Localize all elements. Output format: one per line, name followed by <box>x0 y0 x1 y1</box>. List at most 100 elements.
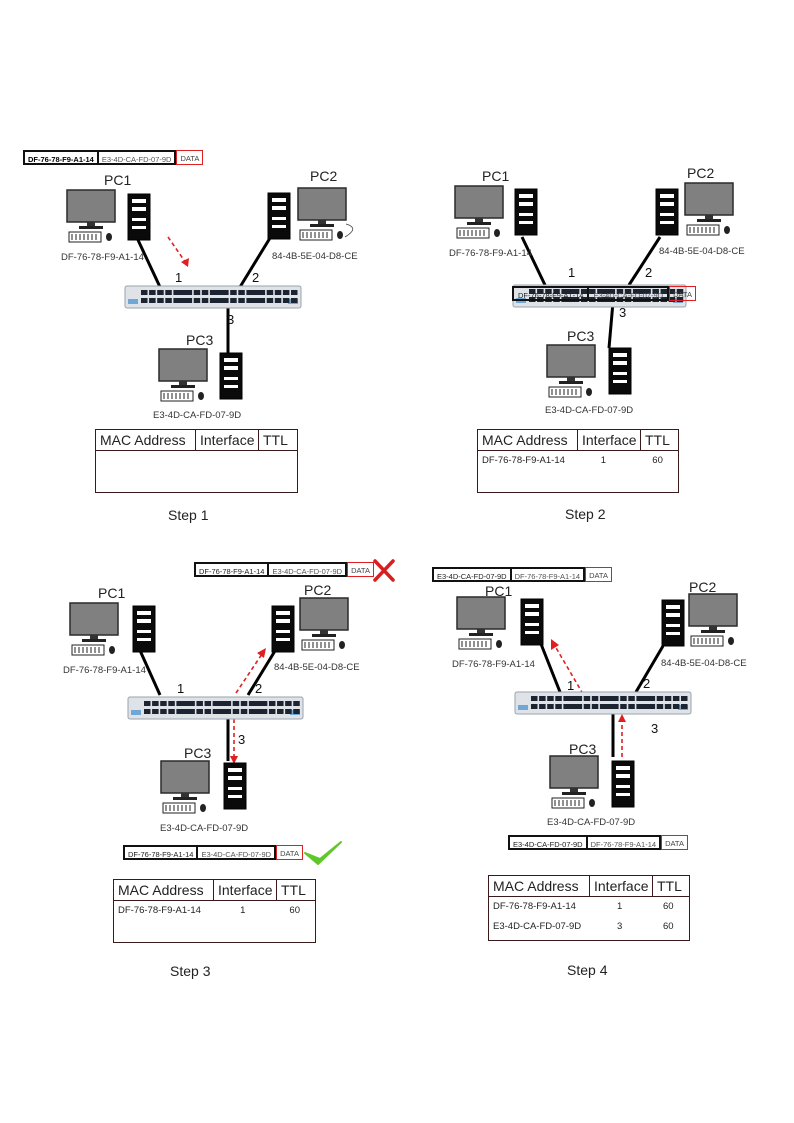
col-ttl: TTL <box>657 878 682 894</box>
pc2-name: PC2 <box>304 582 332 598</box>
step-2-panel: DF-76-78-F9-A1-14 E3-4D-CA-FD-07-9D DATA… <box>397 0 794 561</box>
frame-dst: DF-76-78-F9-A1-14 <box>23 150 97 165</box>
step-4-label: Step 4 <box>567 962 608 978</box>
cell-mac: E3-4D-CA-FD-07-9D <box>493 921 582 932</box>
accept-check-icon <box>304 841 342 865</box>
pc3-name: PC3 <box>184 745 212 761</box>
pc3-mac: E3-4D-CA-FD-07-9D <box>547 817 636 828</box>
step-3-label: Step 3 <box>170 963 211 979</box>
pc3-icon <box>158 348 243 402</box>
cell-interface: 1 <box>240 905 246 916</box>
frame-payload: DATA <box>669 286 696 301</box>
frame-src: E3-4D-CA-FD-07-9D <box>96 150 177 165</box>
pc1-mac: DF-76-78-F9-A1-14 <box>63 665 146 676</box>
pc1-mac: DF-76-78-F9-A1-14 <box>452 659 535 670</box>
pc1-mac: DF-76-78-F9-A1-14 <box>61 252 144 263</box>
frame-dst: E3-4D-CA-FD-07-9D <box>432 567 510 582</box>
pc2-mac: 84-4B-5E-04-D8-CE <box>274 662 360 673</box>
pc3-mac: E3-4D-CA-FD-07-9D <box>160 823 249 834</box>
col-interface: Interface <box>578 430 641 450</box>
switch-icon <box>514 691 692 715</box>
pc3-mac: E3-4D-CA-FD-07-9D <box>153 410 242 421</box>
step-4-panel: E3-4D-CA-FD-07-9D DF-76-78-F9-A1-14 DATA… <box>397 561 794 1122</box>
frame-payload: DATA <box>347 562 374 577</box>
pc2-mac: 84-4B-5E-04-D8-CE <box>661 658 747 669</box>
cable-pc1 <box>136 645 162 696</box>
frame-src: DF-76-78-F9-A1-14 <box>509 567 586 582</box>
pc2-name: PC2 <box>689 579 717 595</box>
table-row: E3-4D-CA-FD-07-9D 3 60 <box>489 917 689 937</box>
port-1-label: 1 <box>177 681 185 696</box>
frame-dst: DF-76-78-F9-A1-14 <box>512 286 588 301</box>
cable-pc3 <box>607 301 615 349</box>
frame-src: E3-4D-CA-FD-07-9D <box>196 845 277 860</box>
mac-table-step-4: MAC Address Interface TTL DF-76-78-F9-A1… <box>488 875 690 941</box>
switch-icon <box>124 285 302 309</box>
cell-ttl: 60 <box>652 455 663 466</box>
frame-reply-top: E3-4D-CA-FD-07-9D DF-76-78-F9-A1-14 DATA <box>432 567 612 582</box>
step-2-drawing <box>454 182 734 398</box>
port-3-label: 3 <box>238 732 246 747</box>
pc2-icon <box>271 597 349 653</box>
arrow-switch-to-pc1 <box>554 645 584 695</box>
pc1-name: PC1 <box>482 168 510 184</box>
table-row: DF-76-78-F9-A1-14 1 60 <box>489 897 689 917</box>
frame-dst: DF-76-78-F9-A1-14 <box>123 845 197 860</box>
frame-dst: E3-4D-CA-FD-07-9D <box>508 835 586 850</box>
pc2-mac: 84-4B-5E-04-D8-CE <box>272 251 358 262</box>
pc1-name: PC1 <box>98 585 126 601</box>
pc2-icon <box>661 593 738 647</box>
cell-interface: 3 <box>617 921 623 932</box>
pc1-icon <box>454 185 538 239</box>
pc3-icon <box>546 344 632 398</box>
reject-x-icon <box>373 559 395 582</box>
pc2-mac: 84-4B-5E-04-D8-CE <box>659 246 745 257</box>
port-3-label: 3 <box>651 721 659 736</box>
frame-src: E3-4D-CA-FD-07-9D <box>267 562 348 577</box>
pc1-icon <box>66 189 151 243</box>
port-2-label: 2 <box>255 681 263 696</box>
port-3-label: 3 <box>227 312 235 327</box>
pc1-name: PC1 <box>104 172 132 188</box>
arrow-pc1-to-switch <box>167 236 187 264</box>
cable-pc2 <box>246 645 280 696</box>
frame-payload: DATA <box>661 835 688 850</box>
cell-mac: DF-76-78-F9-A1-14 <box>482 455 565 466</box>
frame-src: DF-76-78-F9-A1-14 <box>585 835 662 850</box>
pc3-name: PC3 <box>569 741 597 757</box>
arrow-switch-to-pc2 <box>235 653 263 694</box>
port-2-label: 2 <box>645 265 653 280</box>
cell-ttl: 60 <box>289 905 300 916</box>
step-1-drawing <box>66 187 354 402</box>
cable-pc2 <box>634 645 665 693</box>
col-ttl: TTL <box>645 432 670 448</box>
pc2-icon <box>267 187 347 241</box>
port-2-label: 2 <box>252 270 260 285</box>
table-row: DF-76-78-F9-A1-14 1 60 <box>114 901 315 921</box>
port-3-label: 3 <box>619 305 627 320</box>
switch-icon <box>127 696 304 720</box>
port-1-label: 1 <box>567 678 575 693</box>
cell-ttl: 60 <box>663 901 674 912</box>
step-3-panel: DF-76-78-F9-A1-14 E3-4D-CA-FD-07-9D DATA… <box>0 559 397 1122</box>
cell-ttl: 60 <box>663 921 674 932</box>
frame-pc1-to-pc3: DF-76-78-F9-A1-14 E3-4D-CA-FD-07-9D DATA <box>23 150 204 165</box>
pc2-name: PC2 <box>310 168 338 184</box>
col-interface: Interface <box>214 880 277 900</box>
frame-dst: DF-76-78-F9-A1-14 <box>194 562 268 577</box>
cell-interface: 1 <box>600 455 607 466</box>
cable-pc1 <box>520 236 547 286</box>
step-1-label: Step 1 <box>168 507 209 523</box>
frame-src: E3-4D-CA-FD-07-9D <box>587 286 670 301</box>
col-mac: MAC Address <box>96 430 196 450</box>
pc3-name: PC3 <box>567 328 595 344</box>
cable-pc1 <box>539 643 562 693</box>
pc3-icon <box>549 755 635 809</box>
port-1-label: 1 <box>175 270 183 285</box>
frame-payload: DATA <box>585 567 612 582</box>
col-interface: Interface <box>196 430 259 450</box>
cell-interface: 1 <box>617 901 623 912</box>
frame-reply-bottom: E3-4D-CA-FD-07-9D DF-76-78-F9-A1-14 DATA <box>508 835 688 850</box>
step-3-drawing <box>69 559 395 865</box>
frame-at-switch: DF-76-78-F9-A1-14 E3-4D-CA-FD-07-9D DATA <box>512 286 696 301</box>
